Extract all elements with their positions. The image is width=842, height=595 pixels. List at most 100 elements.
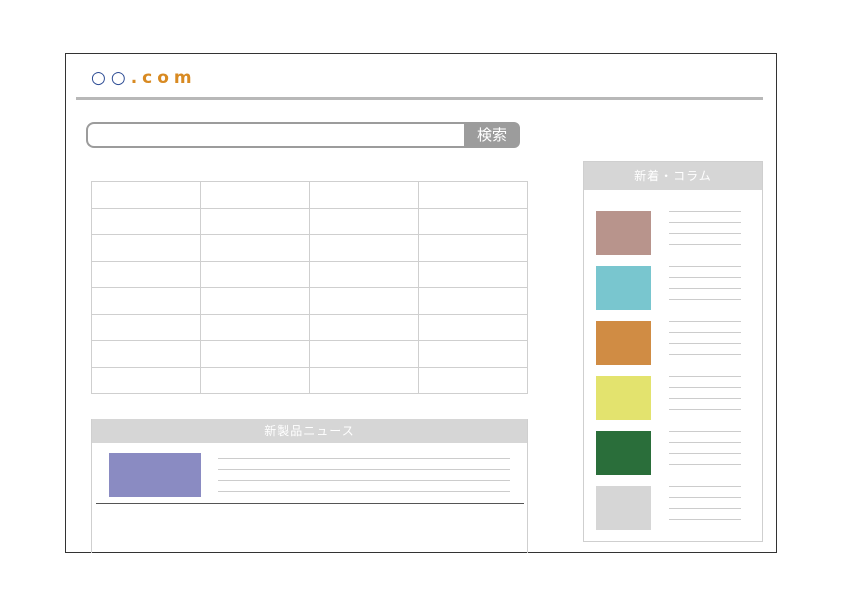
- table-cell: [309, 260, 419, 288]
- search-input[interactable]: [86, 122, 466, 148]
- table-row: [91, 181, 528, 209]
- table-cell: [309, 287, 419, 315]
- text-line: [669, 321, 741, 322]
- text-line: [669, 266, 741, 267]
- table-cell: [418, 366, 528, 394]
- table-cell: [91, 313, 201, 341]
- text-line: [669, 233, 741, 234]
- column-list-item[interactable]: [596, 376, 756, 420]
- table-cell: [200, 340, 310, 368]
- table-cell: [309, 234, 419, 262]
- table-row: [91, 366, 528, 394]
- column-thumbnail[interactable]: [596, 486, 651, 530]
- column-thumbnail[interactable]: [596, 376, 651, 420]
- site-logo[interactable]: ○○.com: [91, 68, 197, 88]
- text-line: [669, 409, 741, 410]
- text-line: [669, 398, 741, 399]
- table-cell: [91, 181, 201, 209]
- text-line: [218, 480, 510, 481]
- table-cell: [309, 340, 419, 368]
- column-text-lines: [669, 211, 741, 255]
- table-cell: [91, 287, 201, 315]
- product-table: [91, 181, 528, 394]
- text-line: [669, 299, 741, 300]
- table-cell: [200, 366, 310, 394]
- column-panel-title: 新着・コラム: [584, 162, 762, 190]
- text-line: [218, 469, 510, 470]
- table-cell: [418, 234, 528, 262]
- new-products-panel: 新製品ニュース: [91, 419, 528, 553]
- text-line: [669, 222, 741, 223]
- text-line: [669, 387, 741, 388]
- table-cell: [200, 313, 310, 341]
- text-line: [669, 431, 741, 432]
- text-line: [218, 458, 510, 459]
- table-cell: [200, 260, 310, 288]
- text-line: [669, 453, 741, 454]
- table-row: [91, 260, 528, 288]
- text-line: [669, 277, 741, 278]
- text-line: [669, 376, 741, 377]
- column-list-item[interactable]: [596, 266, 756, 310]
- text-line: [669, 497, 741, 498]
- table-row: [91, 340, 528, 368]
- text-line: [669, 442, 741, 443]
- column-text-lines: [669, 321, 741, 365]
- text-line: [669, 211, 741, 212]
- text-line: [669, 288, 741, 289]
- column-text-lines: [669, 266, 741, 310]
- table-cell: [418, 260, 528, 288]
- column-text-lines: [669, 431, 741, 475]
- table-cell: [418, 181, 528, 209]
- table-row: [91, 287, 528, 315]
- table-cell: [91, 366, 201, 394]
- logo-domain: .com: [130, 68, 197, 88]
- table-cell: [200, 207, 310, 235]
- news-text-lines[interactable]: [218, 458, 510, 502]
- table-cell: [418, 313, 528, 341]
- table-cell: [418, 207, 528, 235]
- column-text-lines: [669, 376, 741, 420]
- table-cell: [418, 287, 528, 315]
- table-cell: [309, 207, 419, 235]
- search-button[interactable]: 検索: [464, 122, 520, 148]
- column-list-item[interactable]: [596, 486, 756, 530]
- table-cell: [91, 340, 201, 368]
- text-line: [669, 343, 741, 344]
- table-cell: [309, 366, 419, 394]
- text-line: [669, 508, 741, 509]
- column-thumbnail[interactable]: [596, 211, 651, 255]
- table-cell: [200, 234, 310, 262]
- table-cell: [418, 340, 528, 368]
- column-thumbnail[interactable]: [596, 431, 651, 475]
- table-row: [91, 313, 528, 341]
- news-item-divider: [96, 503, 524, 504]
- text-line: [669, 354, 741, 355]
- column-text-lines: [669, 486, 741, 530]
- column-thumbnail[interactable]: [596, 266, 651, 310]
- text-line: [669, 486, 741, 487]
- column-thumbnail[interactable]: [596, 321, 651, 365]
- header-divider: [76, 97, 763, 100]
- column-list-item[interactable]: [596, 431, 756, 475]
- table-cell: [91, 207, 201, 235]
- table-cell: [91, 234, 201, 262]
- table-cell: [200, 181, 310, 209]
- table-row: [91, 234, 528, 262]
- table-cell: [309, 313, 419, 341]
- text-line: [669, 464, 741, 465]
- table-cell: [309, 181, 419, 209]
- column-list-item[interactable]: [596, 321, 756, 365]
- new-products-title: 新製品ニュース: [92, 419, 527, 443]
- text-line: [218, 491, 510, 492]
- table-row: [91, 207, 528, 235]
- text-line: [669, 519, 741, 520]
- table-cell: [91, 260, 201, 288]
- table-cell: [200, 287, 310, 315]
- column-panel: 新着・コラム: [583, 161, 763, 542]
- logo-circle-2: ○: [110, 68, 131, 88]
- text-line: [669, 332, 741, 333]
- column-list-item[interactable]: [596, 211, 756, 255]
- news-thumbnail[interactable]: [109, 453, 201, 497]
- logo-circle-1: ○: [91, 68, 111, 88]
